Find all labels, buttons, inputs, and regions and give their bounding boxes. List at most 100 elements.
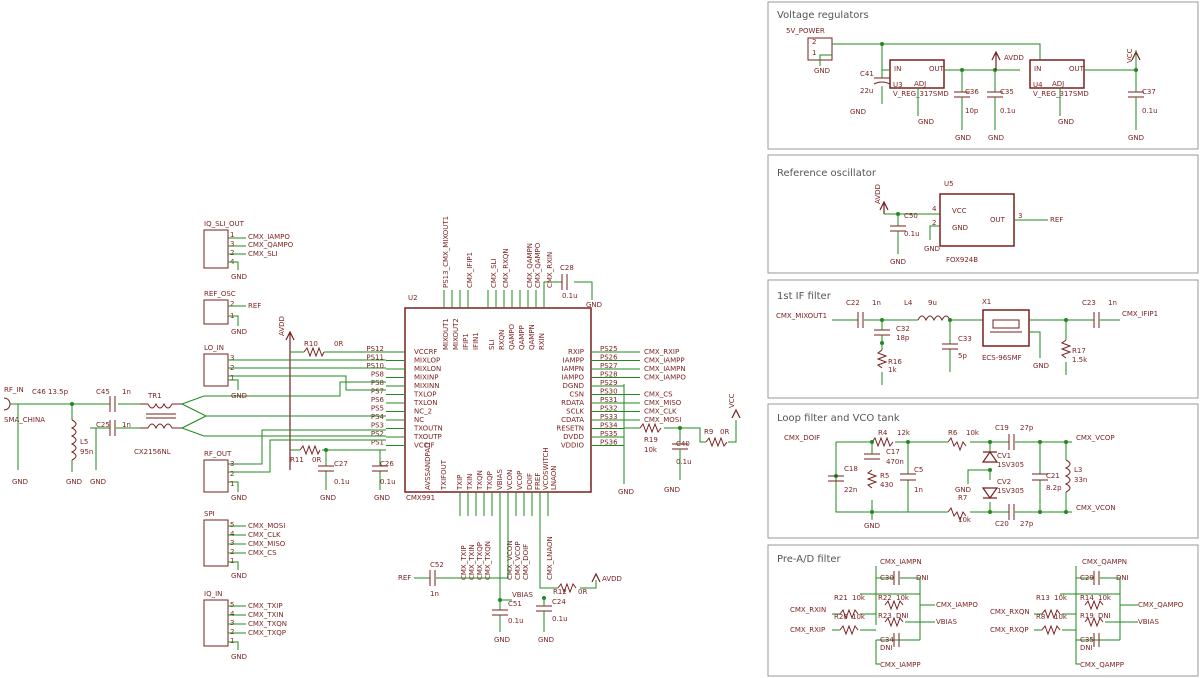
svg-text:C28: C28 [560,264,574,272]
svg-text:AVDD: AVDD [1004,54,1024,62]
svg-text:1n: 1n [914,486,923,494]
svg-text:CMX_RXQP: CMX_RXQP [990,626,1029,634]
svg-text:R20: R20 [834,613,848,621]
svg-text:0.1u: 0.1u [508,617,524,625]
chip-pin-label: TXOUTP [413,433,442,441]
chip-pin-label: VCCRF [414,348,437,356]
chip-pin-label: TXLOP [413,391,436,399]
chip-pin-number: PS36 [600,439,618,447]
svg-text:R12: R12 [553,588,567,596]
svg-text:GND: GND [955,134,971,142]
svg-text:C45: C45 [96,388,110,396]
svg-text:4: 4 [932,205,937,213]
net-label: CMX_RXIP [644,348,679,356]
chip-pin-number: PS26 [600,354,618,362]
svg-text:10k: 10k [896,594,910,602]
svg-text:1n: 1n [430,590,439,598]
svg-text:L4: L4 [904,299,913,307]
svg-text:GND: GND [231,494,247,502]
frame-title: Voltage regulators [777,10,869,21]
svg-text:1n: 1n [1108,299,1117,307]
svg-text:GND: GND [952,224,968,232]
svg-text:GND: GND [231,653,247,661]
svg-text:CMX_MOSI: CMX_MOSI [248,522,285,530]
svg-text:1n: 1n [872,299,881,307]
svg-text:CMX_RXIN: CMX_RXIN [790,606,826,614]
svg-text:430: 430 [880,481,893,489]
chip-pin-number: PS7 [371,388,384,396]
svg-text:R13: R13 [1036,594,1050,602]
svg-text:GND: GND [231,273,247,281]
chip-pin-number: PS10 [366,362,384,370]
chip-pin-number: PS8 [371,379,384,387]
svg-text:CMX_TXIP: CMX_TXIP [248,602,283,610]
svg-text:QAMPN: QAMPN [528,324,536,350]
svg-text:C41: C41 [860,70,874,78]
svg-text:CMX_TXQN: CMX_TXQN [248,620,287,628]
chip-pin-label: DGND [563,382,584,390]
svg-text:1SV305: 1SV305 [997,461,1024,469]
svg-text:GND: GND [320,494,336,502]
chip-pin-number: PS35 [600,430,618,438]
svg-text:GND: GND [231,572,247,580]
chip-pin-number: PS34 [600,422,618,430]
svg-text:3: 3 [230,619,234,627]
svg-text:0R: 0R [578,588,587,596]
svg-text:VCOSWITCH: VCOSWITCH [542,447,550,490]
svg-text:U3: U3 [893,81,903,89]
svg-text:R11: R11 [290,456,304,464]
svg-text:2: 2 [230,548,234,556]
chip-pin-label: NC [414,416,424,424]
svg-text:CMX_DOIF: CMX_DOIF [784,434,820,442]
chip-pin-number: PS2 [371,430,384,438]
svg-text:CMX_TXIN: CMX_TXIN [248,611,284,619]
svg-text:REF: REF [1050,216,1063,224]
svg-text:LNAON: LNAON [550,465,558,490]
svg-text:CMX_TXQP: CMX_TXQP [476,542,484,580]
svg-text:AVSSANDPAD: AVSSANDPAD [424,442,432,490]
svg-text:V_REG_317SMD: V_REG_317SMD [893,90,949,98]
svg-text:1: 1 [812,49,816,57]
svg-text:CMX_IAMPN: CMX_IAMPN [880,558,922,566]
frame-title: Loop filter and VCO tank [777,413,900,424]
svg-text:R14: R14 [1080,594,1094,602]
svg-text:GND: GND [850,108,866,116]
svg-text:10k: 10k [1054,613,1068,621]
svg-text:GND: GND [494,636,510,644]
loop-filter-circuit: CMX_DOIF R4 12k C18 22n C17 470n R5 430 … [784,424,1116,530]
frame-loop-filter: Loop filter and VCO tank [767,403,1199,539]
svg-text:CMX_IAMPO: CMX_IAMPO [936,601,978,609]
connector-lo-in: LO_IN 3 2 1 GND [203,344,386,400]
svg-text:C20: C20 [995,520,1009,528]
svg-text:2: 2 [230,628,234,636]
svg-text:CMX_QAMPO: CMX_QAMPO [534,242,542,288]
svg-text:R19: R19 [644,436,658,444]
chip-top-pins: C28 0.1u GND PS13_CMX_MIXOUT1 CMX_IFIP1 … [442,216,602,350]
svg-text:GND: GND [988,134,1004,142]
svg-text:95n: 95n [80,448,93,456]
svg-text:RXQN: RXQN [498,330,506,350]
svg-text:12k: 12k [897,429,911,437]
connector-spi: SPI 5 4 3 2 1 CMX_MOSI CMX_CLK CMX_MISO … [203,510,286,580]
svg-text:R5: R5 [880,472,889,480]
chip-pin-number: PS28 [600,371,618,379]
svg-text:X1: X1 [982,298,991,306]
svg-text:U4: U4 [1033,81,1043,89]
svg-text:1n: 1n [122,388,131,396]
if-filter-circuit: CMX_MIXOUT1 C22 1n C32 18p R16 1k L4 9u … [776,298,1158,385]
net-label: CMX_IAMPO [644,374,686,382]
svg-text:0.1u: 0.1u [562,292,578,300]
svg-text:TXIFOUT: TXIFOUT [440,459,448,491]
svg-text:SPI: SPI [204,510,215,518]
svg-text:R8: R8 [1036,613,1045,621]
svg-text:0.1u: 0.1u [552,615,568,623]
rf-input-circuit: RF_IN SMA_CHINA GND C46 13.5p L5 95n GND… [3,381,386,486]
connector-iq-in: IQ_IN 5 4 3 2 1 CMX_TXIP CMX_TXIN CMX_TX… [203,590,287,661]
svg-text:VCC: VCC [1126,48,1134,63]
svg-text:MIXOUT2: MIXOUT2 [452,318,460,350]
svg-text:GND: GND [864,522,880,530]
svg-text:TXIN: TXIN [466,474,474,491]
svg-text:OUT: OUT [929,65,945,73]
svg-text:FOX924B: FOX924B [946,256,978,264]
